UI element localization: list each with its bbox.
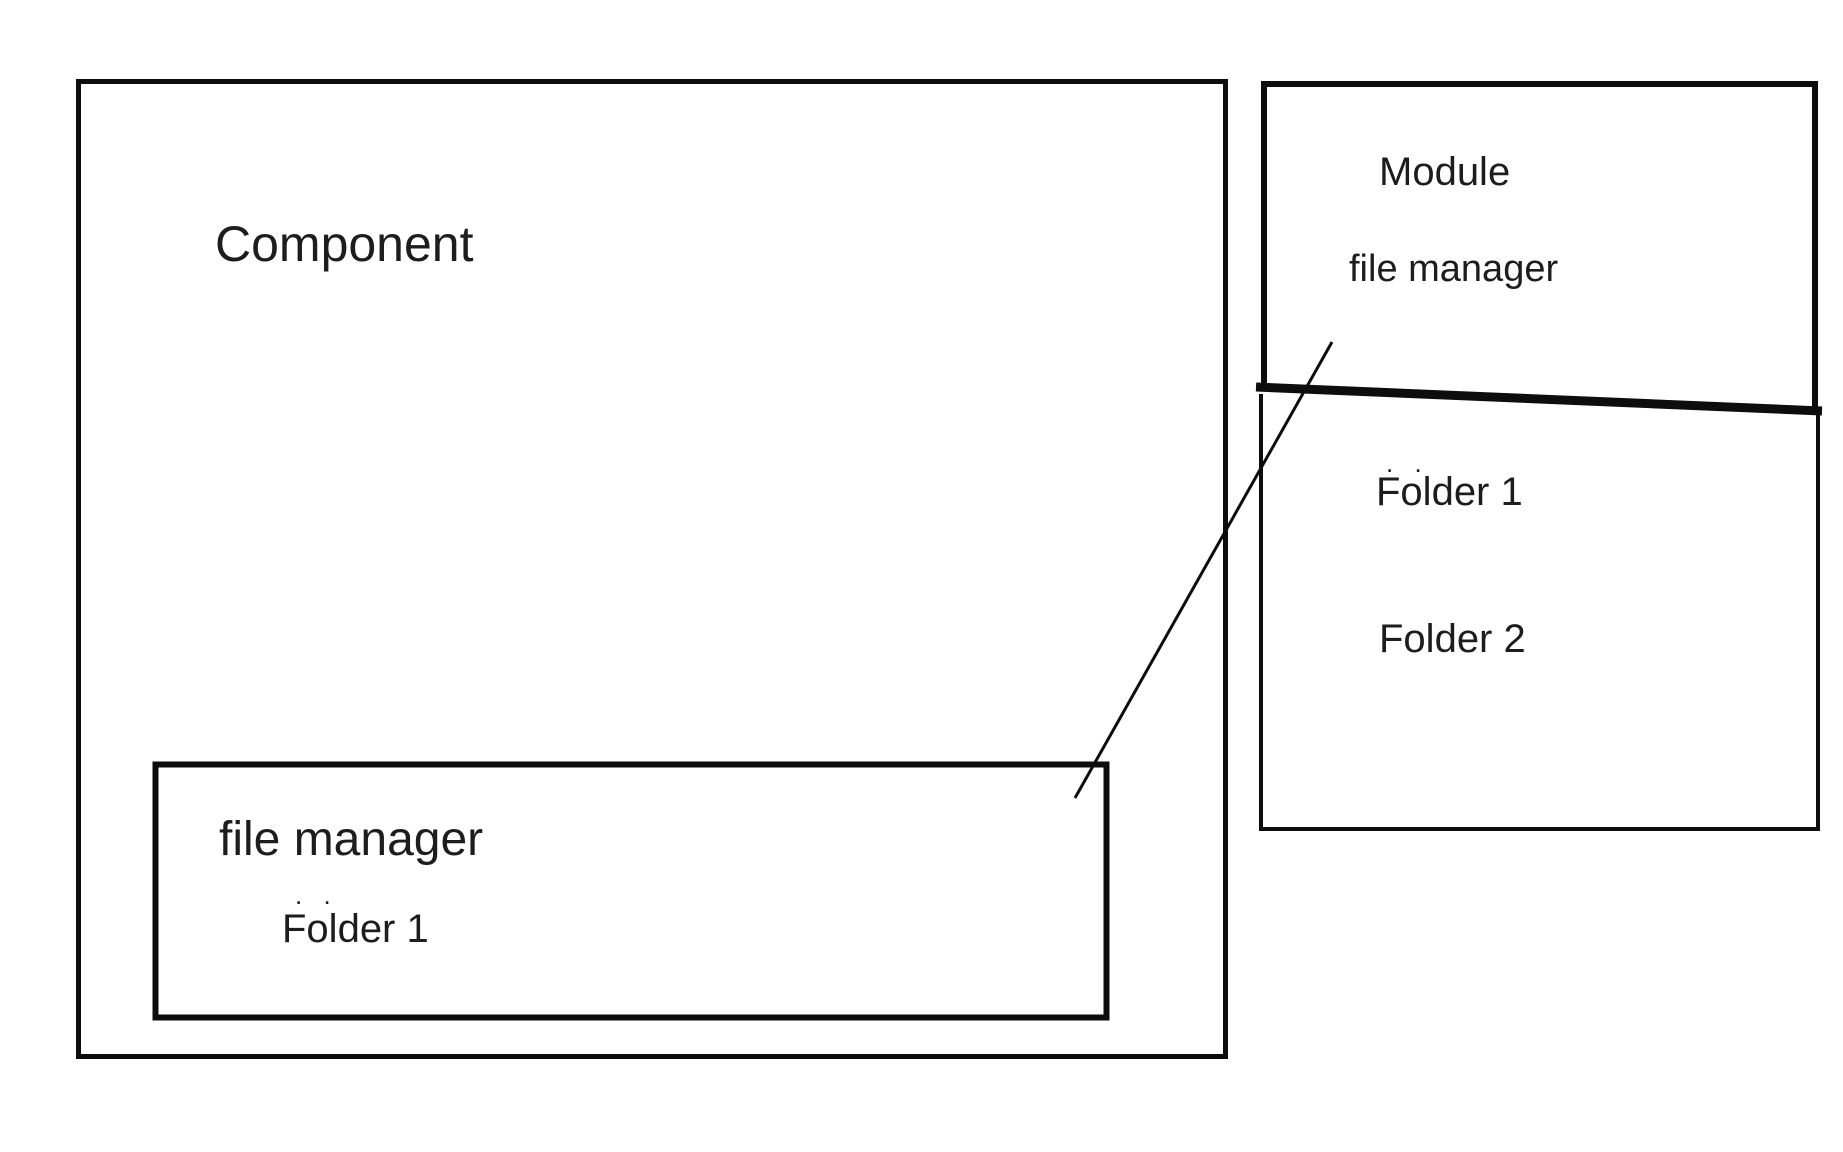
folders-box [1259,394,1820,831]
module-box [1261,81,1818,408]
module-box-title: Module [1379,150,1511,194]
component-box-title: Component [215,216,474,272]
folders-box-dots: . . [1386,448,1429,478]
folders-box-folder-1-label: Folder 1 [1376,470,1523,514]
file-manager-box [152,761,1110,1021]
file-manager-folder-1-label: Folder 1 [282,907,429,951]
file-manager-folder-dots: . . [295,880,338,910]
module-bottom-separator [1255,382,1823,416]
file-manager-box-title: file manager [219,813,484,866]
component-box [76,79,1228,1059]
folders-box-folder-2-label: Folder 2 [1379,617,1526,661]
connector-line [1073,341,1334,799]
module-box-subtitle: file manager [1349,248,1559,290]
